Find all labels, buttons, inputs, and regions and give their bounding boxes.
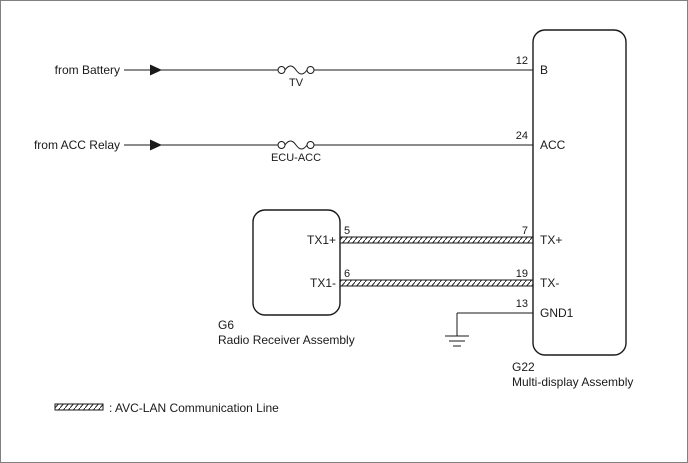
source-label-acc-relay: from ACC Relay xyxy=(34,138,120,152)
g6-pin-label-tx1-minus: TX1- xyxy=(310,276,336,290)
pin-number-13: 13 xyxy=(516,298,528,310)
g6-pin-label-tx1-plus: TX1+ xyxy=(307,233,336,247)
g22-pin-label-gnd1: GND1 xyxy=(540,306,574,320)
g6-code: G6 xyxy=(218,318,234,332)
pin-number-24: 24 xyxy=(516,130,528,142)
g22-name: Multi-display Assembly xyxy=(512,375,633,389)
g22-pin-label-tx-minus: TX- xyxy=(540,276,559,290)
pin-number-5: 5 xyxy=(344,225,350,237)
source-label-battery: from Battery xyxy=(55,63,120,77)
fuse-ecu-acc-label: ECU-ACC xyxy=(271,152,321,164)
avc-lan-line-tx-plus xyxy=(339,236,534,244)
g6-name: Radio Receiver Assembly xyxy=(218,333,355,347)
g22-pin-label-tx-plus: TX+ xyxy=(540,233,562,247)
g22-pin-label-b: B xyxy=(540,63,548,77)
pin-number-12: 12 xyxy=(516,55,528,67)
arrow-icon xyxy=(150,139,162,151)
legend-avc-lan-swatch xyxy=(54,403,104,411)
pin-number-7: 7 xyxy=(522,225,528,237)
g22-code: G22 xyxy=(512,360,535,374)
g22-pin-label-acc: ACC xyxy=(540,138,566,152)
legend-avc-lan-label: : AVC-LAN Communication Line xyxy=(109,401,279,415)
pin-number-6: 6 xyxy=(344,268,350,280)
g22-box xyxy=(532,29,627,356)
fuse-tv-label: TV xyxy=(289,77,304,89)
avc-lan-line-tx-minus xyxy=(339,279,534,287)
arrow-icon xyxy=(150,64,162,76)
pin-number-19: 19 xyxy=(516,268,528,280)
fuse-ecu-acc-icon xyxy=(277,140,315,150)
ground-icon xyxy=(445,335,469,347)
g6-box xyxy=(252,209,341,316)
